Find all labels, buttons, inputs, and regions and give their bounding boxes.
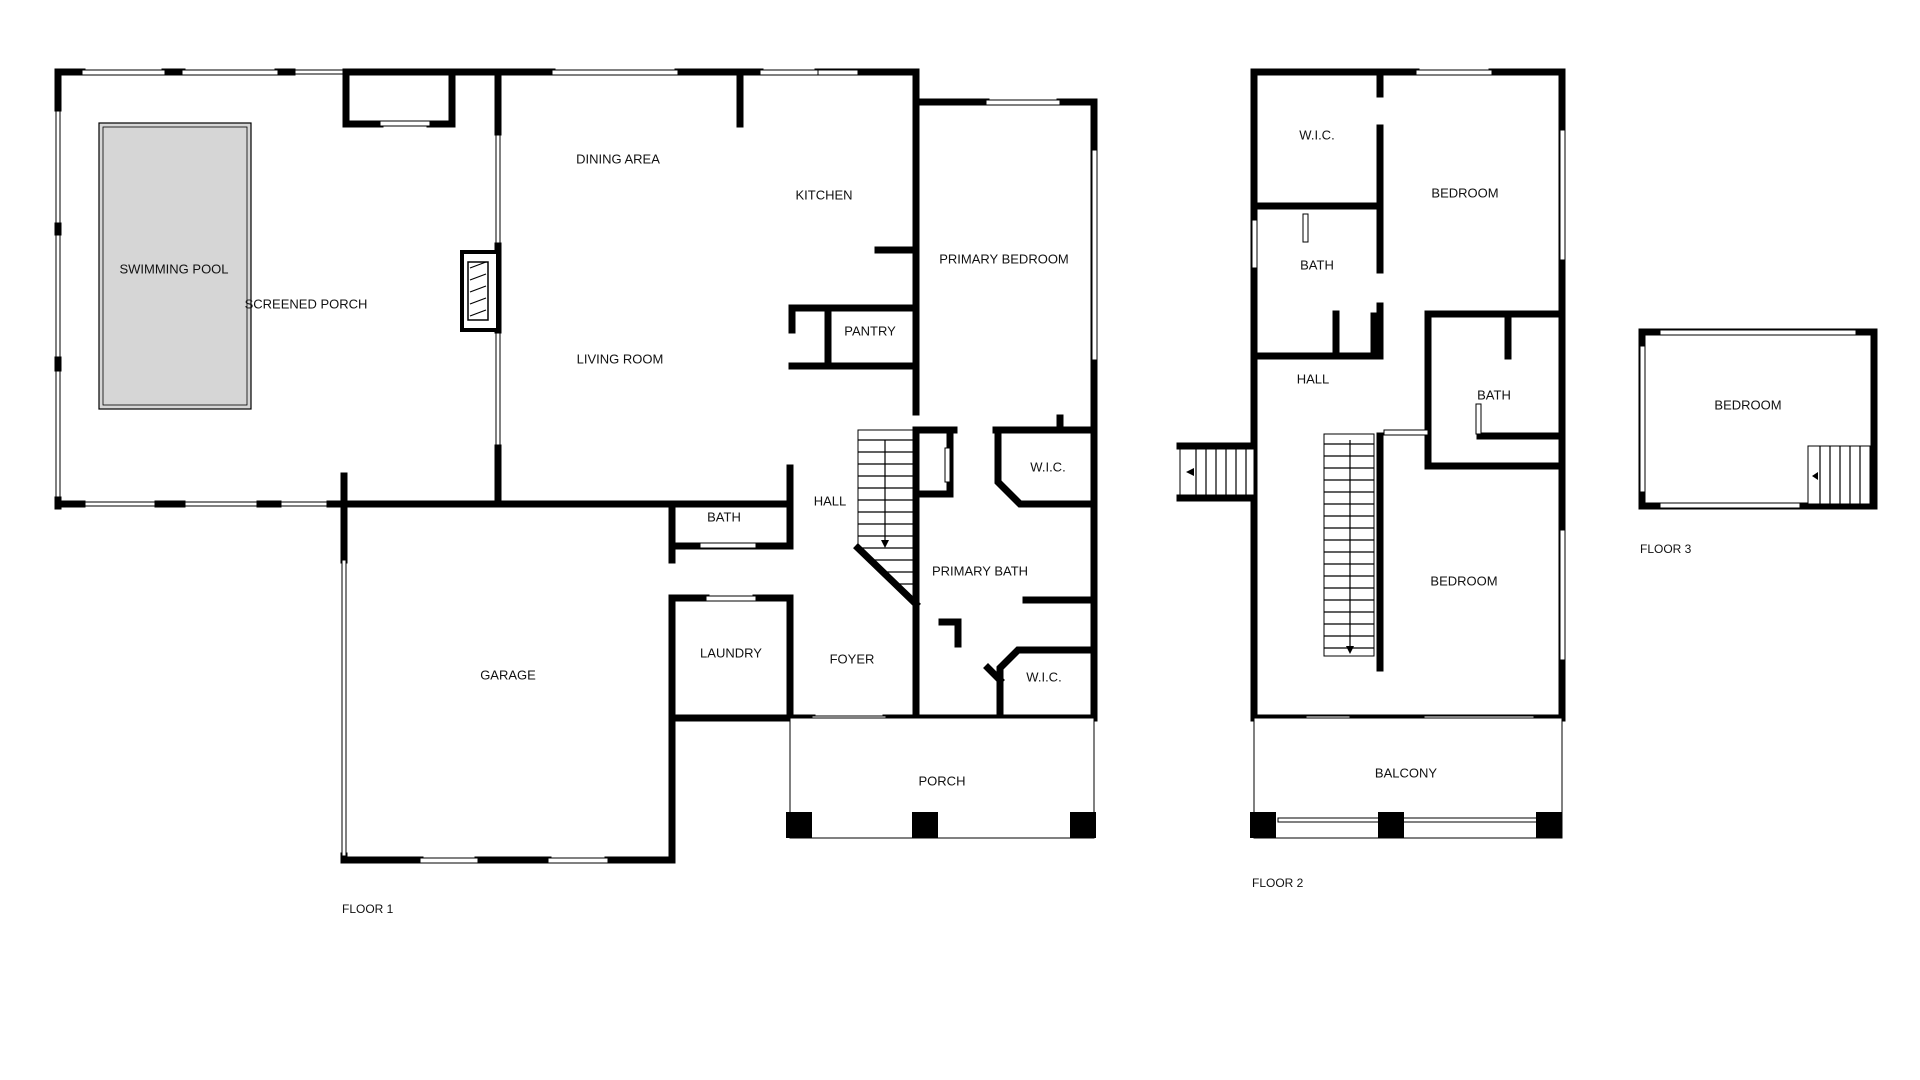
- porch-post: [912, 812, 938, 838]
- window: [759, 69, 819, 76]
- door-panel: [1475, 403, 1482, 435]
- room-label-hall-f2: HALL: [1297, 371, 1330, 386]
- window: [1415, 69, 1493, 76]
- garage-walls: [340, 472, 676, 864]
- window: [1659, 502, 1801, 509]
- room-label-bedroom-2-f2: BEDROOM: [1430, 573, 1497, 588]
- bath-1-walls-f2: [1250, 310, 1378, 360]
- window: [1251, 219, 1258, 269]
- exterior-landing-walls: [1176, 442, 1258, 502]
- window: [419, 857, 479, 864]
- fireplace-hearth: [467, 261, 489, 321]
- window: [551, 69, 679, 76]
- room-label-primary-bath: PRIMARY BATH: [932, 563, 1028, 578]
- room-label-wic-2: W.I.C.: [1026, 669, 1061, 684]
- stairs-floor-2: [1323, 433, 1375, 657]
- floor-3: BEDROOM FLOOR 3: [1638, 328, 1878, 556]
- room-label-bath-1-f2: BATH: [1300, 257, 1334, 272]
- room-label-bath: BATH: [707, 509, 741, 524]
- balcony-post: [1536, 812, 1562, 838]
- room-label-hall: HALL: [814, 493, 847, 508]
- balcony-rail: [1277, 817, 1539, 823]
- bath-2-walls-f2: [1424, 310, 1566, 470]
- balcony-post: [1378, 812, 1404, 838]
- exterior-stairs-floor-2: [1179, 445, 1255, 499]
- wic-walls-f2: [1250, 68, 1384, 360]
- window: [1639, 345, 1646, 493]
- door-panel: [699, 542, 757, 549]
- room-label-screened-porch: SCREENED PORCH: [245, 296, 368, 311]
- window: [1559, 129, 1566, 261]
- wic-1-walls: [994, 426, 1098, 508]
- closet-window: [379, 120, 431, 127]
- stairs-floor-3: [1807, 445, 1871, 505]
- room-label-bath-2-f2: BATH: [1477, 387, 1511, 402]
- wic-2-walls: [938, 618, 1098, 722]
- room-label-bedroom-f3: BEDROOM: [1714, 397, 1781, 412]
- room-label-balcony-f2: BALCONY: [1375, 765, 1437, 780]
- window: [181, 69, 279, 76]
- porch-area: [789, 717, 1095, 839]
- porch-screen-bottom: [57, 501, 349, 507]
- porch-screen-left: [55, 71, 61, 508]
- room-label-porch: PORCH: [919, 773, 966, 788]
- room-label-garage: GARAGE: [480, 667, 536, 682]
- floor-2-label: FLOOR 2: [1252, 876, 1304, 890]
- room-label-kitchen: KITCHEN: [795, 187, 852, 202]
- door-panel: [1302, 213, 1309, 243]
- room-label-dining-area: DINING AREA: [576, 151, 660, 166]
- porch-post: [786, 812, 812, 838]
- door-panel: [705, 595, 757, 602]
- room-label-swimming-pool: SWIMMING POOL: [119, 261, 228, 276]
- pool-inner-edge: [102, 126, 248, 406]
- porch-post: [1070, 812, 1096, 838]
- window: [817, 69, 859, 76]
- room-label-pantry: PANTRY: [844, 323, 896, 338]
- window: [547, 857, 609, 864]
- room-label-laundry: LAUNDRY: [700, 645, 762, 660]
- door-panel: [1383, 429, 1429, 436]
- room-label-primary-bedroom: PRIMARY BEDROOM: [939, 251, 1069, 266]
- door-panel: [944, 447, 951, 483]
- floor-1: SWIMMING POOL SCREENED PORCH DINING AREA…: [54, 68, 1098, 916]
- pantry-walls: [788, 304, 920, 370]
- window: [1091, 149, 1098, 361]
- swimming-pool: [98, 122, 252, 410]
- window: [985, 99, 1061, 106]
- floor-3-label: FLOOR 3: [1640, 542, 1692, 556]
- room-label-wic-1: W.I.C.: [1030, 459, 1065, 474]
- window: [1559, 529, 1566, 661]
- fireplace-hatch: [469, 261, 487, 317]
- room-label-bedroom-1-f2: BEDROOM: [1431, 185, 1498, 200]
- window: [1659, 329, 1857, 336]
- room-label-living-room: LIVING ROOM: [577, 351, 664, 366]
- floor-2-outer-walls: [1250, 68, 1566, 722]
- room-label-foyer: FOYER: [830, 651, 875, 666]
- floor-1-label: FLOOR 1: [342, 902, 394, 916]
- room-label-wic-f2: W.I.C.: [1299, 127, 1334, 142]
- balcony-post: [1250, 812, 1276, 838]
- floor-2: W.I.C. BEDROOM BATH HALL BATH BEDROOM BA…: [1176, 68, 1566, 890]
- porch-closet: [342, 68, 456, 128]
- garage-door-opening: [341, 559, 347, 857]
- stair-diagonal-wall: [853, 543, 921, 609]
- window: [81, 69, 166, 76]
